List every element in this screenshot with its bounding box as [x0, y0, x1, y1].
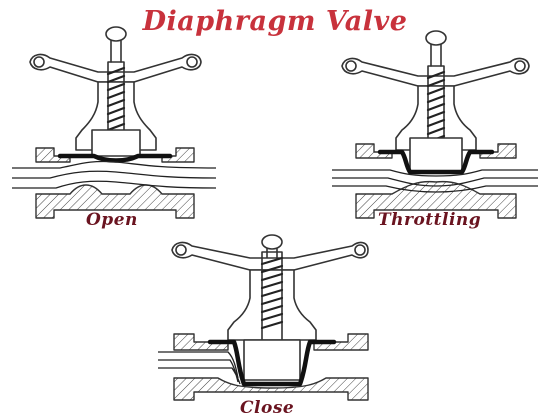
bonnet: [227, 269, 317, 341]
valve-body-bottom: [173, 377, 369, 401]
flow-lines: [158, 351, 241, 385]
handle-knob: [105, 26, 127, 42]
label-close: Close: [240, 398, 295, 418]
compressor: [243, 339, 301, 381]
spring: [106, 66, 126, 132]
handle-arms: [341, 57, 530, 87]
handle-knob: [425, 30, 447, 46]
valve-open: [12, 26, 217, 219]
valve-body-bottom: [35, 184, 195, 219]
flow-lines: [332, 169, 538, 193]
compressor: [91, 129, 141, 157]
flow-lines: [12, 160, 217, 189]
handle-arms: [29, 53, 202, 83]
handle-arms: [171, 241, 369, 271]
handle-knob: [261, 234, 283, 250]
valve-close: [158, 234, 369, 401]
diaphragm: [57, 153, 173, 163]
label-throttling: Throttling: [378, 210, 482, 230]
label-open: Open: [86, 210, 138, 230]
compressor: [409, 137, 463, 173]
valve-throttling: [332, 30, 538, 219]
valve-body-right: [313, 333, 369, 351]
spring: [260, 256, 284, 330]
valve-body-bottom: [355, 180, 517, 219]
valve-body-right: [479, 143, 517, 159]
diagram-title: Diaphragm Valve: [142, 6, 408, 37]
diaphragm: [207, 339, 337, 387]
valve-body-right: [161, 147, 195, 163]
diaphragm: [377, 149, 495, 175]
